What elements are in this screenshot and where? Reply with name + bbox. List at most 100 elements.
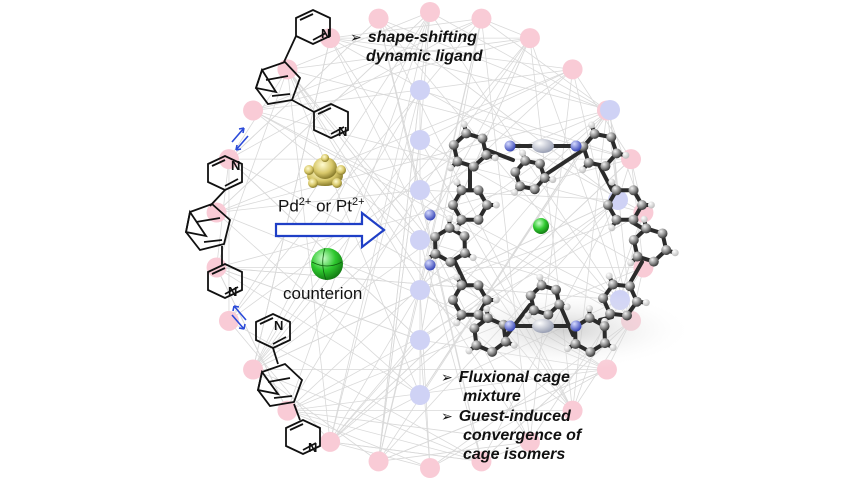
carbon-atom	[510, 167, 521, 178]
feature-text-line: Guest-induced	[458, 408, 571, 425]
carbon-atom	[624, 281, 635, 292]
carbon-atom	[534, 158, 545, 169]
network-edge	[216, 68, 573, 213]
metal-pt: Pt	[335, 196, 352, 216]
network-edge	[572, 69, 632, 321]
feature-text-line: cage isomers	[463, 446, 566, 463]
network-edge	[419, 189, 619, 201]
hydrogen-atom	[492, 296, 500, 304]
network-node	[519, 28, 540, 49]
carbon-atom	[444, 223, 455, 234]
carbon-atom	[430, 248, 441, 259]
network-edge	[228, 18, 482, 322]
feature-text-line: shape-shifting	[367, 29, 478, 46]
network-edge	[419, 11, 431, 141]
network-edge	[329, 37, 644, 213]
network-edge	[287, 11, 431, 411]
pyridine-n-label: N	[321, 26, 330, 41]
carbon-atom	[611, 214, 622, 225]
hydrogen-atom	[605, 272, 613, 280]
ligand-structure-middle	[184, 155, 243, 299]
hydrogen-atom	[647, 201, 655, 209]
network-edge	[419, 109, 611, 191]
hydrogen-atom	[640, 215, 648, 223]
network-edge	[329, 394, 421, 443]
bond	[485, 148, 515, 162]
hydrogen-atom	[465, 347, 473, 355]
carbon-atom	[632, 251, 643, 262]
network-edge	[252, 369, 482, 462]
network-node	[471, 451, 492, 472]
carbon-atom	[621, 310, 632, 321]
ligand-structure-bottom	[255, 313, 321, 455]
network-node	[621, 149, 642, 170]
network-node	[562, 400, 583, 421]
network-edge	[330, 18, 482, 39]
carbon-atom	[482, 295, 492, 305]
hydrogen-atom	[453, 273, 461, 281]
network-edge	[252, 38, 331, 370]
network-edge	[329, 37, 611, 111]
carbon-atom	[520, 155, 531, 166]
network-node	[471, 8, 492, 29]
carbon-atom	[461, 128, 472, 139]
carbon-atom	[528, 305, 539, 316]
ligand-structure-top	[254, 9, 349, 139]
carbon-atom	[599, 338, 610, 349]
carbon-atom	[554, 299, 565, 310]
network-edge	[287, 69, 531, 443]
carbon-atom	[445, 256, 456, 267]
network-edge	[429, 11, 632, 322]
metal-atom	[532, 139, 554, 153]
carbon-atom	[589, 128, 600, 139]
hydrogen-atom	[511, 188, 519, 196]
carbon-atom	[628, 185, 639, 196]
network-node	[243, 359, 264, 380]
carbon-atom	[657, 228, 668, 239]
hydrogen-atom	[622, 151, 630, 159]
cage-molecular-model	[423, 120, 679, 357]
hydrogen-atom	[642, 299, 650, 307]
carbon-atom	[539, 172, 550, 183]
network-edge	[216, 189, 421, 213]
carbon-atom	[606, 132, 617, 143]
network-edge	[529, 37, 632, 321]
carbon-atom	[611, 185, 622, 196]
network-node	[410, 80, 430, 100]
counterion-sphere-icon	[311, 247, 343, 281]
hydrogen-atom	[608, 224, 616, 232]
hydrogen-atom	[469, 254, 477, 262]
carbon-atom	[487, 346, 498, 357]
network-edge	[329, 289, 421, 443]
network-edge	[330, 37, 573, 70]
network-edge	[287, 410, 431, 469]
network-edge	[419, 68, 573, 91]
network-edge	[216, 267, 421, 341]
hydrogen-atom	[563, 303, 571, 311]
carbon-atom	[661, 245, 672, 256]
reaction-arrow-icon	[274, 210, 386, 250]
carbon-atom	[473, 309, 484, 320]
equilibrium-arrows-icon	[231, 305, 247, 330]
carbon-atom	[628, 214, 639, 225]
network-edge	[287, 69, 331, 442]
carbon-atom	[473, 185, 484, 196]
carbon-atom	[456, 280, 467, 291]
feature-text-line: dynamic ligand	[366, 48, 483, 65]
hydrogen-atom	[671, 249, 679, 257]
feature-shape-shifting-ligand: ➢shape-shifting dynamic ligand	[350, 28, 482, 66]
carbon-atom	[583, 157, 594, 168]
carbon-atom	[459, 231, 470, 242]
network-node	[243, 100, 264, 121]
carbon-atom	[584, 313, 595, 324]
network-edge	[429, 369, 608, 469]
bond	[543, 148, 585, 177]
network-edge	[287, 410, 482, 462]
network-edge	[481, 18, 531, 442]
bullet-arrow-icon: ➢	[441, 408, 453, 424]
hydrogen-atom	[460, 120, 468, 128]
network-edge	[228, 320, 331, 443]
carbon-atom	[600, 161, 611, 172]
hydrogen-atom	[519, 149, 527, 157]
metal-ion-label: Pd2+ or Pt2+	[278, 196, 365, 217]
